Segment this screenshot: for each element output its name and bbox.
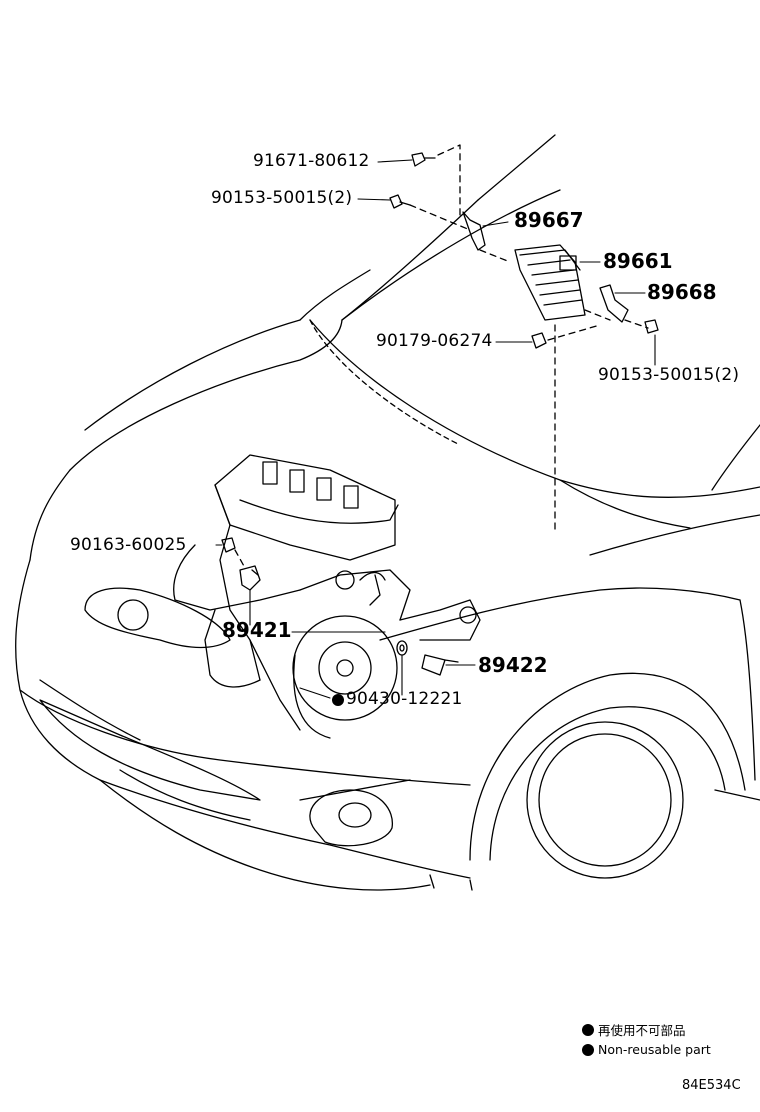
part-label-90163-60025[interactable]: 90163-60025	[70, 535, 187, 555]
part-label-89668[interactable]: 89668	[647, 280, 717, 304]
gasket-90430-12221	[396, 640, 408, 656]
assembly-lines	[234, 144, 649, 569]
sensor-89422	[421, 654, 459, 676]
part-label-89661[interactable]: 89661	[603, 249, 673, 273]
part-label-89667[interactable]: 89667	[514, 208, 584, 232]
car-body	[15, 134, 760, 891]
bolt-90163-60025	[221, 537, 236, 553]
part-label-90430-12221[interactable]: 90430-12221	[346, 689, 463, 709]
nut-90179-06274	[531, 332, 547, 349]
part-label-89422[interactable]: 89422	[478, 653, 548, 677]
bolt-90153-50015-right	[644, 319, 659, 334]
legend-row-en: Non-reusable part	[582, 1042, 711, 1057]
bullet-icon	[582, 1043, 594, 1056]
part-label-90153-50015-right[interactable]: 90153-50015(2)	[598, 365, 740, 385]
part-label-90153-50015-top[interactable]: 90153-50015(2)	[211, 188, 353, 208]
legend-jp-text: 再使用不可部品	[598, 1023, 686, 1038]
part-label-91671-80612[interactable]: 91671-80612	[253, 151, 370, 171]
sensor-89421	[239, 565, 261, 591]
bolt-91671-80612	[411, 152, 436, 167]
bolt-90153-50015-top	[389, 194, 411, 209]
ecu-module	[514, 244, 586, 321]
legend-en-text: Non-reusable part	[598, 1042, 711, 1057]
engine-assembly	[173, 454, 481, 739]
bracket-89668	[599, 284, 629, 323]
part-label-89421[interactable]: 89421	[222, 618, 292, 642]
leader-lines	[215, 159, 656, 699]
legend-row-jp: 再使用不可部品	[582, 1020, 686, 1039]
bullet-icon	[582, 1023, 594, 1036]
part-label-90179-06274[interactable]: 90179-06274	[376, 331, 493, 351]
non-reusable-marker	[332, 694, 344, 706]
figure-code: 84E534C	[682, 1078, 741, 1093]
bracket-89667	[462, 211, 486, 251]
